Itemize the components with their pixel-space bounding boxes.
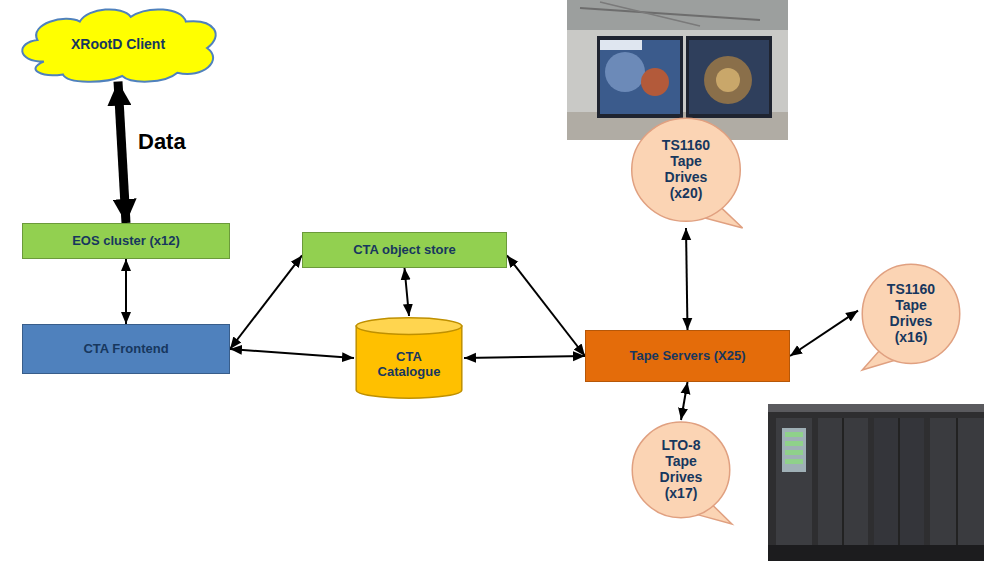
edge-label: Data bbox=[136, 129, 188, 155]
tape-library-cabinet bbox=[768, 404, 984, 561]
node-label: Tape Servers (X25) bbox=[629, 349, 745, 364]
connector-arrow bbox=[230, 255, 302, 349]
node-label: EOS cluster (x12) bbox=[72, 234, 180, 249]
database-cylinder: CTA Catalogue bbox=[354, 316, 464, 400]
process-box: CTA object store bbox=[302, 232, 507, 268]
connector-arrow bbox=[230, 349, 354, 358]
node-label: CTA Frontend bbox=[83, 342, 168, 357]
node-label: TS1160 Tape Drives (x20) bbox=[653, 137, 719, 201]
process-box: Tape Servers (X25) bbox=[585, 330, 790, 382]
process-box: CTA Frontend bbox=[22, 324, 230, 374]
client-cloud: XRootD Client bbox=[12, 4, 224, 84]
connector-arrow bbox=[125, 259, 127, 324]
node-label: LTO-8 Tape Drives (x17) bbox=[648, 437, 714, 501]
callout-bubble: TS1160 Tape Drives (x20) bbox=[627, 116, 745, 228]
node-label: XRootD Client bbox=[71, 36, 165, 52]
node-label: CTA object store bbox=[353, 243, 456, 258]
connector-arrow bbox=[507, 255, 585, 356]
process-box: EOS cluster (x12) bbox=[22, 223, 230, 259]
data-flow-arrow bbox=[118, 82, 126, 223]
node-label: CTA Catalogue bbox=[371, 350, 447, 380]
connector-arrow bbox=[464, 356, 585, 358]
connector-arrow bbox=[405, 268, 410, 316]
callout-bubble: LTO-8 Tape Drives (x17) bbox=[628, 420, 734, 524]
callout-bubble: TS1160 Tape Drives (x16) bbox=[858, 262, 964, 370]
connector-arrow bbox=[681, 382, 688, 420]
node-label: TS1160 Tape Drives (x16) bbox=[878, 281, 944, 345]
connector-arrow bbox=[686, 228, 688, 330]
connector-arrow bbox=[790, 311, 858, 356]
